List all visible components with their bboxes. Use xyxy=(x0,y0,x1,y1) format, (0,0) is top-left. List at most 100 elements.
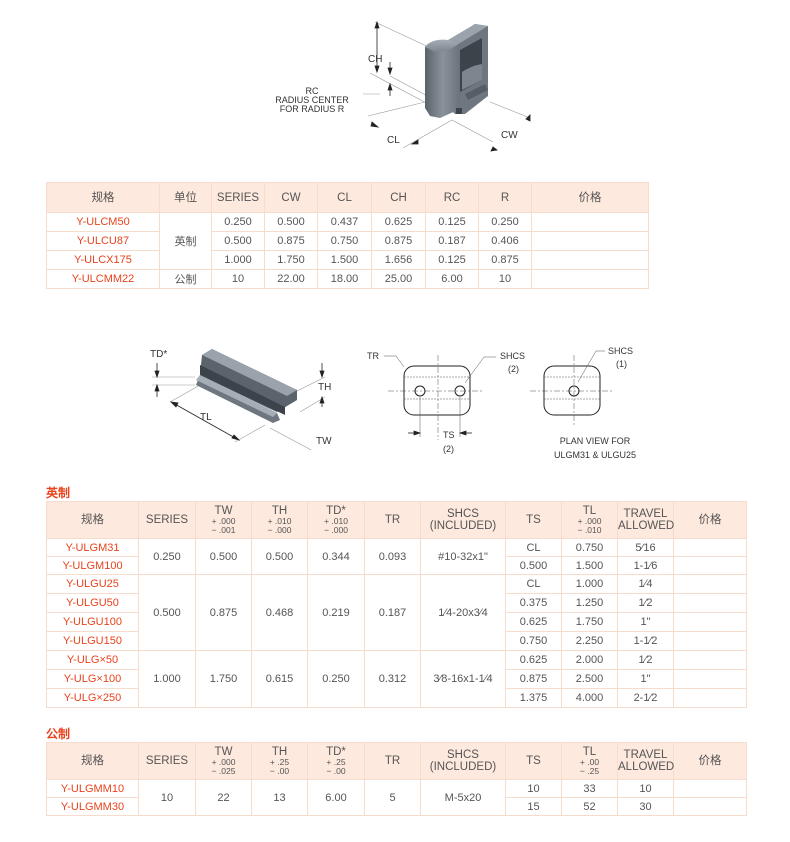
tl-cell: 2.250 xyxy=(561,631,618,651)
price-cell xyxy=(673,779,747,798)
table-row: Y-ULGU150 0.750 2.250 1-1⁄2 xyxy=(46,631,747,651)
model-link[interactable]: Y-ULG×250 xyxy=(46,688,139,708)
unit-cell: 英制 xyxy=(159,212,212,270)
ts-cell: CL xyxy=(505,538,562,557)
r-cell: 0.406 xyxy=(478,231,532,251)
cw-cell: 0.500 xyxy=(264,212,318,232)
header-th-minus: − .000 xyxy=(267,525,292,535)
header-shcs-line2: (INCLUDED) xyxy=(429,761,497,773)
header-model: 规格 xyxy=(46,501,139,539)
travel-cell: 2-1⁄2 xyxy=(617,688,674,708)
model-link[interactable]: Y-ULCX175 xyxy=(46,250,160,270)
header-tw-plus: + .000 xyxy=(211,757,236,767)
model-link[interactable]: Y-ULGU100 xyxy=(46,612,139,632)
ch-cell: 1.656 xyxy=(371,250,426,270)
header-tl-name: TL xyxy=(582,746,597,758)
header-tw-plus: + .000 xyxy=(211,516,236,526)
header-price: 价格 xyxy=(673,742,747,780)
cl-cell: 0.437 xyxy=(317,212,372,232)
header-td-plus: + .010 xyxy=(324,516,348,526)
td-cell: 6.00 xyxy=(307,779,365,816)
tl-cell: 1.250 xyxy=(561,593,618,613)
model-link[interactable]: Y-ULGMM10 xyxy=(46,779,139,798)
header-td: TD*+ .010− .000 xyxy=(307,501,365,539)
model-link[interactable]: Y-ULCU87 xyxy=(46,231,160,251)
tw-label: TW xyxy=(316,436,332,447)
header-shcs-line1: SHCS xyxy=(447,749,479,761)
table-row: Y-ULGM100 0.500 1.500 1-1⁄6 xyxy=(46,556,747,575)
td-label: TD* xyxy=(150,349,167,360)
table-row: Y-ULGU25 0.500 0.875 0.468 0.219 0.187 1… xyxy=(46,574,747,651)
r-cell: 10 xyxy=(478,269,532,289)
table-row: Y-ULCX175 1.000 1.750 1.500 1.656 0.125 … xyxy=(46,250,649,270)
header-rc: RC xyxy=(425,182,479,213)
cl-cell: 18.00 xyxy=(317,269,372,289)
header-tw-minus: − .025 xyxy=(211,766,236,776)
header-model: 规格 xyxy=(46,182,160,213)
ts-cell: 0.625 xyxy=(505,650,562,670)
model-link[interactable]: Y-ULGM31 xyxy=(46,538,139,557)
model-link[interactable]: Y-ULGMM30 xyxy=(46,797,139,816)
imperial-section-title: 英制 xyxy=(46,486,71,500)
header-tr: TR xyxy=(364,501,421,539)
series-cell: 0.250 xyxy=(211,212,265,232)
price-cell xyxy=(673,538,747,557)
plan-view-diagram: TR SHCS (2) TS (2) SHCS (1) PLAN VIEW FO… xyxy=(360,340,650,470)
tw-cell: 22 xyxy=(195,779,252,816)
tr-cell: 0.187 xyxy=(364,574,421,651)
series-cell: 1.000 xyxy=(211,250,265,270)
header-td-minus: − .00 xyxy=(326,766,346,776)
model-link[interactable]: Y-ULGU150 xyxy=(46,631,139,651)
header-tr: TR xyxy=(364,742,421,780)
cw-cell: 22.00 xyxy=(264,269,318,289)
cw-cell: 0.875 xyxy=(264,231,318,251)
rc-cell: 6.00 xyxy=(425,269,479,289)
tl-cell: 52 xyxy=(561,797,618,816)
table-row: Y-ULGU100 0.625 1.750 1" xyxy=(46,612,747,632)
ts-cell: 0.500 xyxy=(505,556,562,575)
ts-cell: 0.375 xyxy=(505,593,562,613)
header-travel-line1: TRAVEL xyxy=(623,749,668,761)
model-link[interactable]: Y-ULGU50 xyxy=(46,593,139,613)
price-cell xyxy=(531,231,649,251)
rc-cell: 0.125 xyxy=(425,250,479,270)
header-tw-name: TW xyxy=(214,505,233,517)
model-link[interactable]: Y-ULG×50 xyxy=(46,650,139,670)
tr-cell: 0.312 xyxy=(364,650,421,708)
model-link[interactable]: Y-ULGM100 xyxy=(46,556,139,575)
price-cell xyxy=(531,212,649,232)
header-unit: 单位 xyxy=(159,182,212,213)
table-row: Y-ULCU87 0.500 0.875 0.750 0.875 0.187 0… xyxy=(46,231,649,251)
shcs-cell: M-5x20 xyxy=(420,779,506,816)
series-cell: 10 xyxy=(138,779,196,816)
ts-cell: 15 xyxy=(505,797,562,816)
cw-label: CW xyxy=(501,130,518,141)
travel-cell: 1" xyxy=(617,669,674,689)
ts-cell: 1.375 xyxy=(505,688,562,708)
header-th-name: TH xyxy=(271,505,288,517)
header-cl: CL xyxy=(317,182,372,213)
table-header-row: 规格 SERIES TW+ .000− .025 TH+ .25− .00 TD… xyxy=(46,742,747,780)
model-link[interactable]: Y-ULCM50 xyxy=(46,212,160,232)
model-link[interactable]: Y-ULG×100 xyxy=(46,669,139,689)
price-cell xyxy=(673,688,747,708)
header-price: 价格 xyxy=(531,182,649,213)
series-cell: 0.500 xyxy=(138,574,196,651)
header-ts: TS xyxy=(505,742,562,780)
header-series: SERIES xyxy=(138,742,196,780)
header-tw-minus: − .001 xyxy=(211,525,236,535)
ts-cell: CL xyxy=(505,574,562,594)
unit-cell: 公制 xyxy=(159,269,212,289)
header-travel-line2: ALLOWED xyxy=(618,761,675,773)
model-link[interactable]: Y-ULCMM22 xyxy=(46,269,160,289)
tl-cell: 1.750 xyxy=(561,612,618,632)
model-link[interactable]: Y-ULGU25 xyxy=(46,574,139,594)
header-price: 价格 xyxy=(673,501,747,539)
table-row: Y-ULG×250 1.375 4.000 2-1⁄2 xyxy=(46,688,747,708)
header-th-plus: + .010 xyxy=(267,516,292,526)
plan-view-caption-line2: ULGM31 & ULGU25 xyxy=(554,450,636,460)
imperial-rail-table: 规格 SERIES TW+ .000− .001 TH+ .010− .000 … xyxy=(46,501,747,708)
travel-cell: 1⁄2 xyxy=(617,650,674,670)
